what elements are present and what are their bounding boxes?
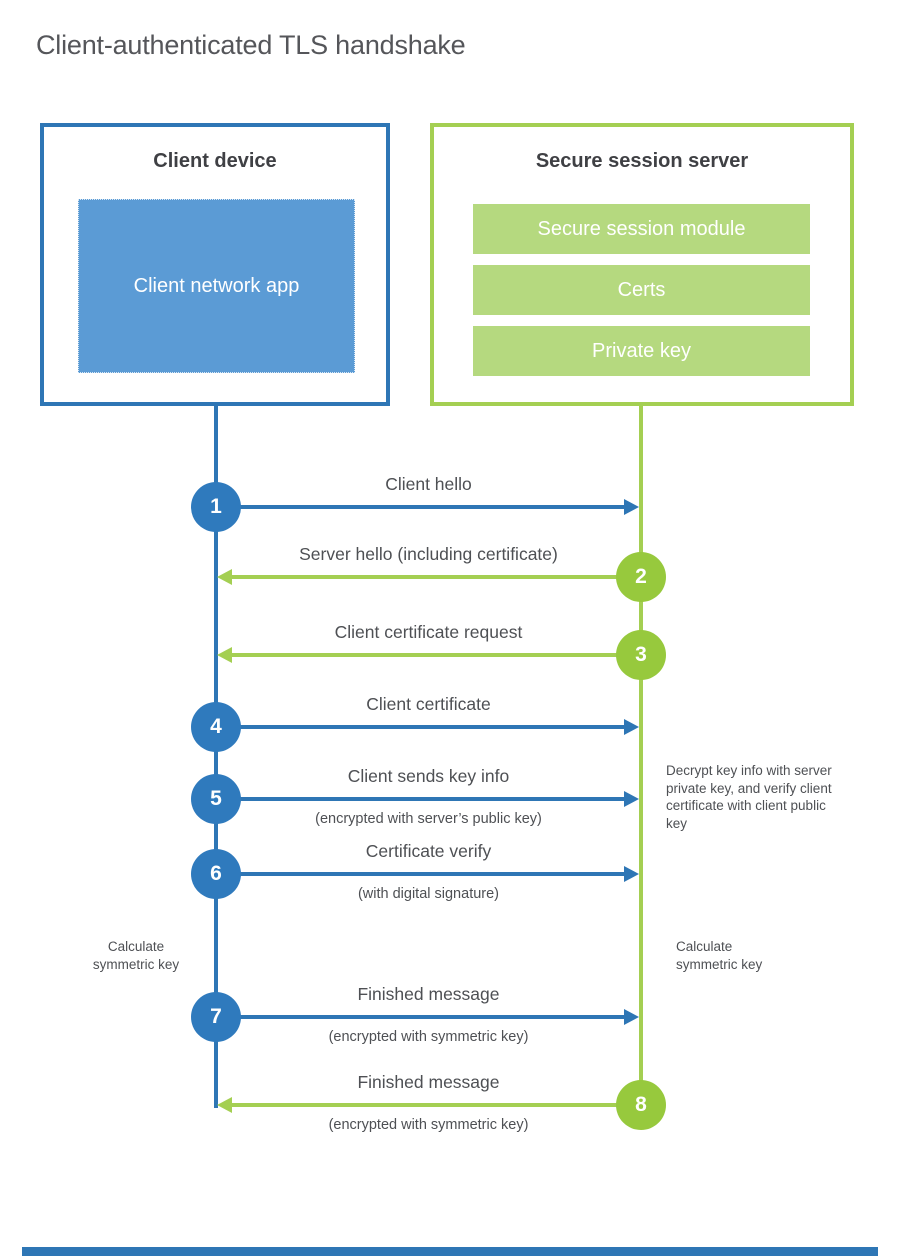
server-box: Secure session server Secure session mod… (430, 123, 854, 406)
message-label: Client certificate request (334, 622, 523, 642)
arrow-right-icon (624, 499, 639, 515)
client-device-title: Client device (153, 150, 277, 172)
message-label: Certificate verify (365, 841, 492, 861)
arrow-right-icon (624, 1009, 639, 1025)
page-title: Client-authenticated TLS handshake (36, 30, 466, 60)
message-sublabel: (encrypted with symmetric key) (328, 1117, 529, 1133)
message-label: Client certificate (366, 694, 491, 714)
note-decrypt-key-info: Decrypt key info with server private key… (666, 763, 832, 831)
step-circle-1: 1 (191, 482, 241, 532)
step-circle-6: 6 (191, 849, 241, 899)
message-3-client-certificate-request: Client certificate request 3 (191, 615, 666, 695)
step-circle-2: 2 (616, 552, 666, 602)
step-circle-8: 8 (616, 1080, 666, 1130)
server-module-private-key: Private key (473, 326, 810, 376)
note-calculate-symmetric-key-client: Calculate symmetric key (92, 939, 180, 972)
server-module-certs: Certs (473, 265, 810, 315)
server-title: Secure session server (535, 150, 749, 172)
message-sublabel: (encrypted with server’s public key) (315, 811, 542, 827)
step-circle-3: 3 (616, 630, 666, 680)
message-6-certificate-verify: Certificate verify 6 (with digital signa… (191, 834, 666, 914)
message-2-server-hello: Server hello (including certificate) 2 (191, 537, 666, 617)
arrow-line (239, 505, 624, 509)
arrow-line (232, 575, 618, 579)
arrow-right-icon (624, 866, 639, 882)
arrow-line (232, 1103, 618, 1107)
message-5-client-sends-key-info: Client sends key info 5 (encrypted with … (191, 759, 666, 839)
message-label: Finished message (357, 984, 500, 1004)
note-calculate-symmetric-key-server: Calculate symmetric key (676, 939, 763, 972)
arrow-line (239, 797, 624, 801)
message-sublabel: (encrypted with symmetric key) (328, 1029, 529, 1045)
step-circle-4: 4 (191, 702, 241, 752)
step-circle-7: 7 (191, 992, 241, 1042)
step-circle-5: 5 (191, 774, 241, 824)
arrow-left-icon (217, 569, 232, 585)
arrow-right-icon (624, 719, 639, 735)
arrow-line (239, 872, 624, 876)
arrow-left-icon (217, 1097, 232, 1113)
client-network-app-label: Client network app (133, 274, 300, 297)
footer-accent-bar (22, 1247, 878, 1256)
client-network-app-box: Client network app (78, 199, 355, 373)
message-label: Server hello (including certificate) (299, 544, 558, 564)
server-module-secure-session: Secure session module (473, 204, 810, 254)
arrow-line (239, 1015, 624, 1019)
arrow-line (232, 653, 618, 657)
message-1-client-hello: Client hello 1 (191, 467, 666, 547)
arrow-right-icon (624, 791, 639, 807)
message-label: Finished message (357, 1072, 500, 1092)
message-8-finished-message: Finished message 8 (encrypted with symme… (191, 1065, 666, 1145)
message-label: Client sends key info (347, 766, 510, 786)
arrow-line (239, 725, 624, 729)
client-lifeline (214, 404, 218, 1108)
client-device-box: Client device Client network app (40, 123, 390, 406)
message-4-client-certificate: Client certificate 4 (191, 687, 666, 767)
message-sublabel: (with digital signature) (357, 886, 500, 902)
server-lifeline (639, 404, 643, 1108)
message-7-finished-message: Finished message 7 (encrypted with symme… (191, 977, 666, 1057)
message-label: Client hello (385, 474, 472, 494)
arrow-left-icon (217, 647, 232, 663)
